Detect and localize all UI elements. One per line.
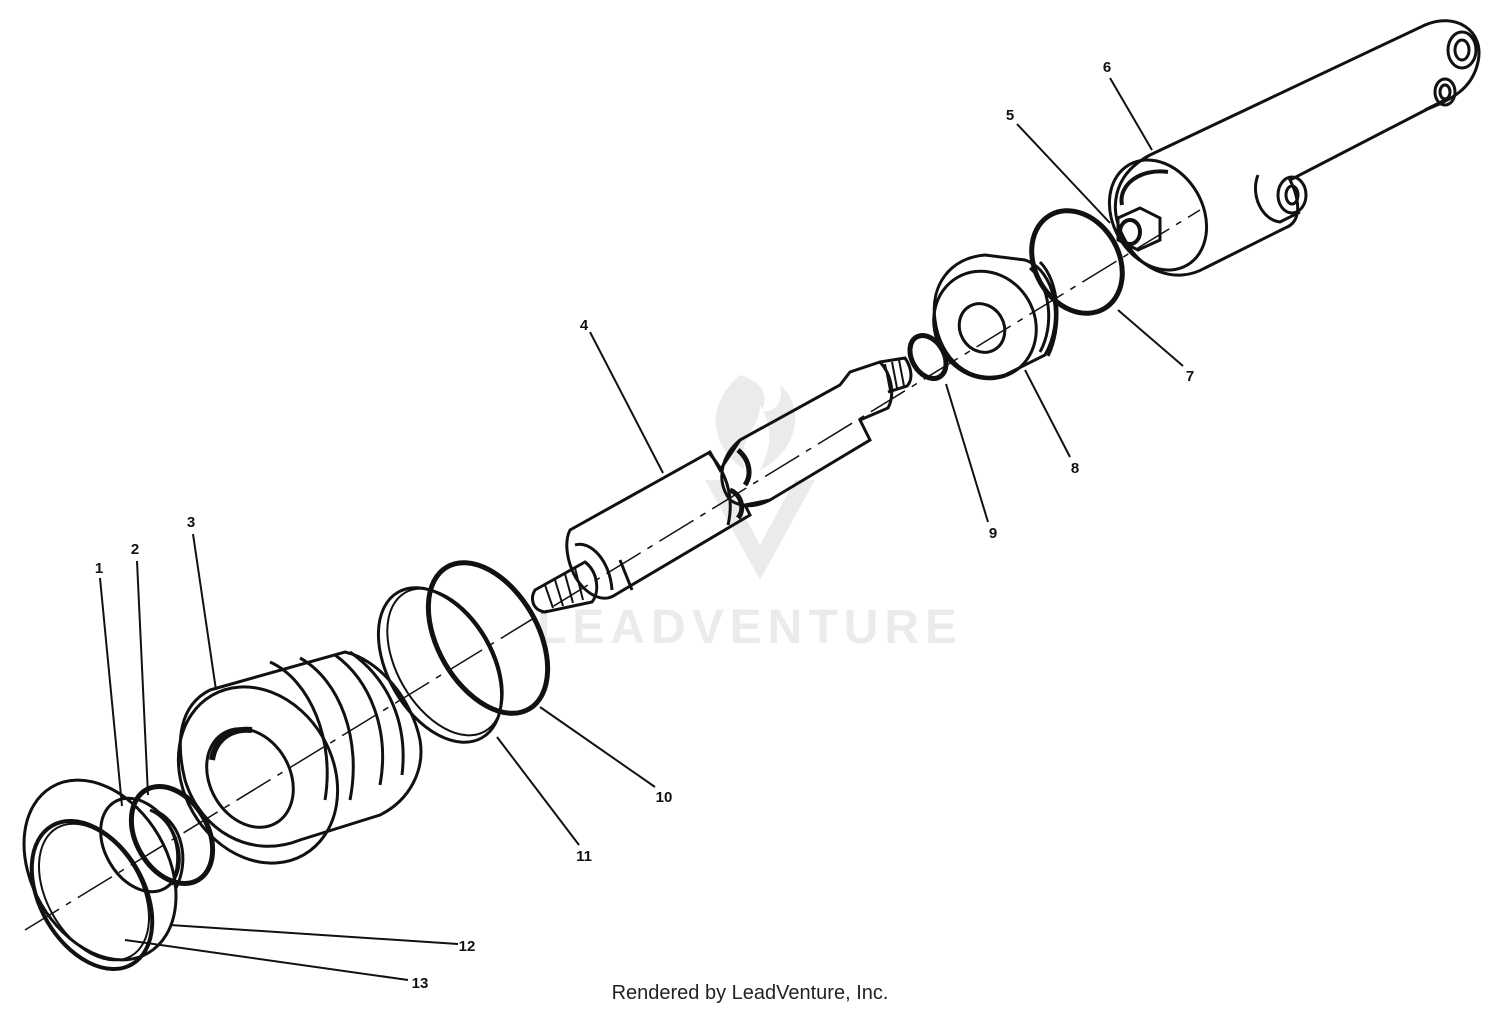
part-9-small-o-ring (907, 333, 949, 381)
part-12-ring (22, 778, 178, 962)
callout-3: 3 (187, 514, 195, 531)
leader-6 (1109, 77, 1153, 151)
callout-10: 10 (656, 789, 673, 806)
callout-4: 4 (580, 317, 589, 334)
part-4-piston-rod (531, 356, 913, 614)
part-2-o-ring (128, 784, 216, 886)
part-6-cylinder-barrel (1107, 19, 1481, 277)
part-10-large-o-ring (425, 560, 551, 716)
callout-11: 11 (576, 848, 592, 865)
footer-credit: Rendered by LeadVenture, Inc. (611, 982, 889, 1004)
callout-7: 7 (1186, 368, 1194, 385)
leader-7 (1117, 309, 1184, 367)
leader-4 (589, 331, 664, 474)
part-3-gland (176, 650, 423, 865)
leader-10 (539, 706, 656, 788)
callout-12: 12 (459, 938, 476, 955)
part-1-wiper-ring (99, 796, 185, 894)
leader-3 (192, 533, 217, 691)
leader-5 (1016, 123, 1111, 224)
leader-12 (169, 924, 459, 945)
callout-13: 13 (412, 975, 429, 992)
leader-13 (124, 939, 409, 981)
callout-2: 2 (131, 541, 139, 558)
assembly-centerline (24, 209, 1201, 931)
leader-1 (99, 577, 123, 807)
part-13-ring (29, 819, 155, 971)
callout-labels: 1 2 3 4 5 6 7 8 9 10 11 12 13 (95, 59, 1194, 992)
watermark-text: LEADVENTURE (537, 601, 963, 654)
part-11-backup-ring (376, 586, 504, 744)
callout-6: 6 (1103, 59, 1111, 76)
leader-lines (99, 77, 1184, 981)
part-5-nut (1116, 206, 1162, 252)
callout-9: 9 (989, 525, 997, 542)
leader-11 (496, 736, 580, 846)
leader-8 (1024, 369, 1071, 458)
leader-9 (945, 383, 989, 523)
callout-1: 1 (95, 560, 103, 577)
callout-8: 8 (1071, 460, 1079, 477)
leader-2 (136, 560, 149, 796)
callout-5: 5 (1006, 107, 1014, 124)
